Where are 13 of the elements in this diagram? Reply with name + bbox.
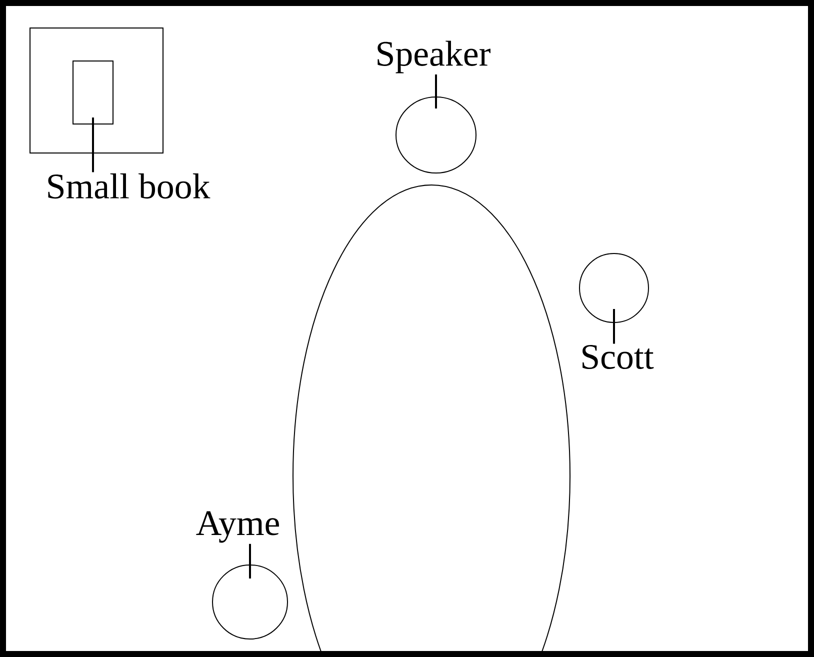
leader-line [249,544,251,578]
seat-circle [396,96,476,174]
name-label: Speaker [378,40,490,74]
frame-box [30,28,164,154]
seat-circle [212,564,288,640]
leader-line [613,309,615,344]
seat-circle [579,253,649,323]
leader-line [92,118,94,172]
name-label: Scott [582,344,654,370]
name-label: Small book [48,173,210,199]
name-label: Ayme [196,511,279,543]
book-rectangle [72,60,114,124]
leader-line [435,74,437,108]
